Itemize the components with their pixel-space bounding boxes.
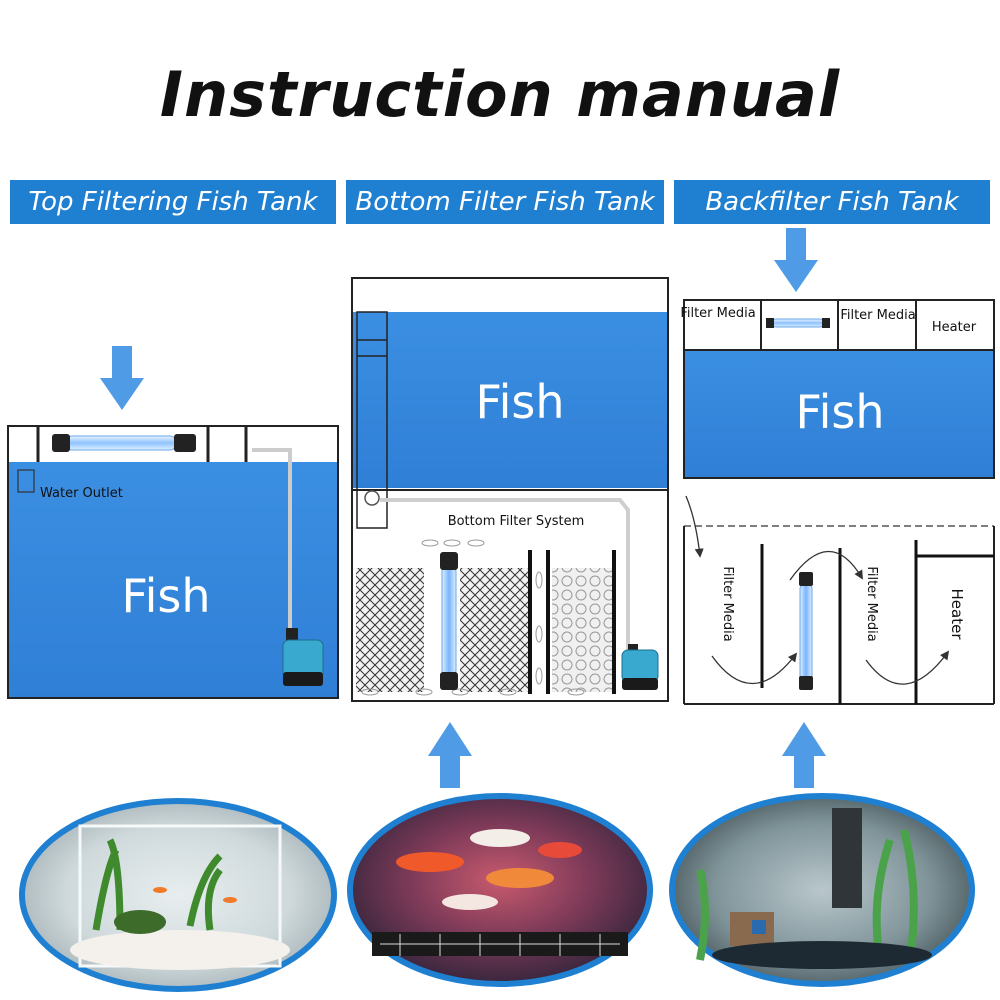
uv-lamp-icon bbox=[799, 572, 813, 690]
backfilter-chambers bbox=[683, 525, 995, 705]
bottom-filter-tank bbox=[351, 277, 669, 702]
up-arrow-icon bbox=[782, 722, 826, 788]
fish-label: Fish bbox=[795, 385, 884, 439]
filter-media-label: Filter Media bbox=[840, 308, 915, 323]
heater-label: Heater bbox=[932, 320, 977, 335]
fish-label: Fish bbox=[475, 375, 564, 429]
backfilter-tank bbox=[683, 299, 995, 479]
fish-label: Fish bbox=[121, 569, 210, 623]
planted-tank-photo bbox=[669, 793, 975, 987]
filter-media-label: Filter Media bbox=[864, 566, 879, 641]
fish-marker-icon bbox=[361, 539, 585, 696]
flow-arrow-icon bbox=[685, 495, 950, 685]
uv-lamp-icon bbox=[440, 552, 458, 690]
water-pump-icon bbox=[282, 628, 324, 686]
top-filter-tank bbox=[7, 425, 339, 699]
water-pump-icon bbox=[621, 644, 659, 690]
filter-media-label: Filter Media bbox=[680, 306, 755, 321]
filter-media-label: Filter Media bbox=[720, 566, 735, 641]
page-title: Instruction manual bbox=[159, 58, 841, 131]
koi-tank-photo bbox=[347, 793, 653, 987]
backfilter-arrow bbox=[774, 228, 818, 292]
top-filter-arrow bbox=[100, 346, 144, 410]
heading-backfilter: Backfilter Fish Tank bbox=[674, 180, 990, 224]
uv-lamp-icon bbox=[52, 434, 196, 452]
uv-lamp-icon bbox=[766, 318, 830, 328]
heading-top-filter: Top Filtering Fish Tank bbox=[10, 180, 336, 224]
heading-bottom-filter: Bottom Filter Fish Tank bbox=[346, 180, 664, 224]
heater-label: Heater bbox=[948, 589, 966, 641]
bottom-filter-system-label: Bottom Filter System bbox=[448, 514, 585, 529]
water-outlet-label: Water Outlet bbox=[40, 486, 123, 501]
up-arrow-icon bbox=[428, 722, 472, 788]
aquarium-photo bbox=[19, 798, 337, 992]
